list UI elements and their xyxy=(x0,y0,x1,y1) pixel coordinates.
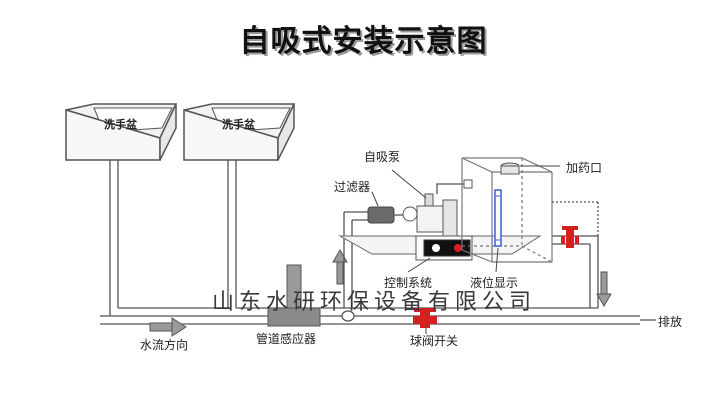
sink-right-label: 洗手盆 xyxy=(222,118,255,131)
pump-shape xyxy=(402,179,473,237)
sink-left-shape xyxy=(65,103,178,161)
suction-pipe xyxy=(341,211,372,322)
water-flow-direction-label: 水流方向 xyxy=(140,338,189,352)
leader-lines xyxy=(371,165,560,334)
control-box-shape xyxy=(415,235,473,261)
tank-outlet-pipe xyxy=(552,201,599,308)
filter-shape xyxy=(367,206,404,224)
up-arrow xyxy=(332,249,348,285)
dosing-port-shape xyxy=(500,162,520,175)
level-display-label: 液位显示 xyxy=(470,276,519,290)
flow-direction-arrow xyxy=(149,317,187,337)
sink-right-shape xyxy=(183,103,296,161)
ball-valve-switch-label: 球阀开关 xyxy=(410,334,459,348)
sink-left-label: 洗手盆 xyxy=(104,118,137,131)
pipe-sensor-shape xyxy=(267,264,321,327)
down-arrow xyxy=(596,271,612,307)
ball-valve-shape xyxy=(413,308,437,328)
discharge-label: 排放 xyxy=(658,315,683,329)
self-priming-pump-label: 自吸泵 xyxy=(364,150,401,164)
page-title: 自吸式安装示意图 xyxy=(239,24,488,59)
outlet-valve-shape xyxy=(561,226,579,248)
control-system-label: 控制系统 xyxy=(384,276,433,290)
level-tube-shape xyxy=(494,189,502,247)
dosing-port-label: 加药口 xyxy=(566,161,603,175)
company-watermark: 山东水研环保设备有限公司 xyxy=(212,290,537,315)
tank-shape xyxy=(461,157,553,263)
pipe-sensor-label: 管道感应器 xyxy=(256,332,317,346)
filter-label: 过滤器 xyxy=(334,180,371,194)
